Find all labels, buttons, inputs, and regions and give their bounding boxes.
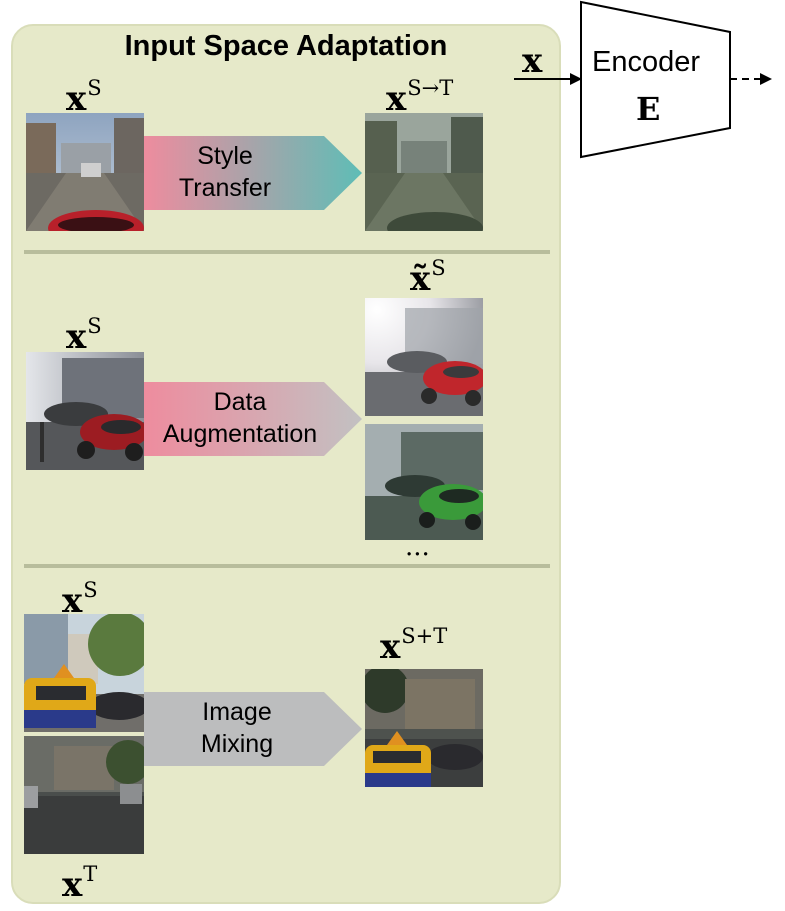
row1-input-label: xS bbox=[66, 76, 102, 119]
row1-output-label: xS→T bbox=[386, 76, 454, 119]
row3-target-image bbox=[24, 736, 144, 854]
row1-source-image bbox=[26, 113, 144, 231]
encoder-symbol: E bbox=[636, 90, 661, 128]
encoder-diagram bbox=[514, 0, 772, 159]
divider-1 bbox=[24, 250, 550, 254]
row2-input-label: xS bbox=[66, 314, 102, 357]
row3-output-label: xS+T bbox=[380, 624, 448, 667]
row3-output-image bbox=[365, 669, 483, 787]
row2-ellipsis: ... bbox=[405, 532, 430, 562]
row3-target-label: xT bbox=[62, 862, 98, 905]
row2-operation-arrow bbox=[144, 382, 362, 456]
row2-output-image-1 bbox=[365, 298, 483, 416]
row1-output-image bbox=[365, 113, 483, 231]
row2-source-image bbox=[26, 352, 144, 470]
row2-output-label: x̃S bbox=[410, 256, 446, 299]
row3-input-label: xS bbox=[62, 578, 98, 621]
row3-source-image bbox=[24, 614, 144, 732]
row3-operation-arrow bbox=[144, 692, 362, 766]
row2-output-image-2 bbox=[365, 424, 483, 540]
encoder-input-label: x bbox=[522, 41, 543, 81]
divider-2 bbox=[24, 564, 550, 568]
panel-title: Input Space Adaptation bbox=[124, 30, 448, 62]
encoder-label: Encoder bbox=[592, 46, 701, 78]
row1-operation-arrow bbox=[144, 136, 362, 210]
